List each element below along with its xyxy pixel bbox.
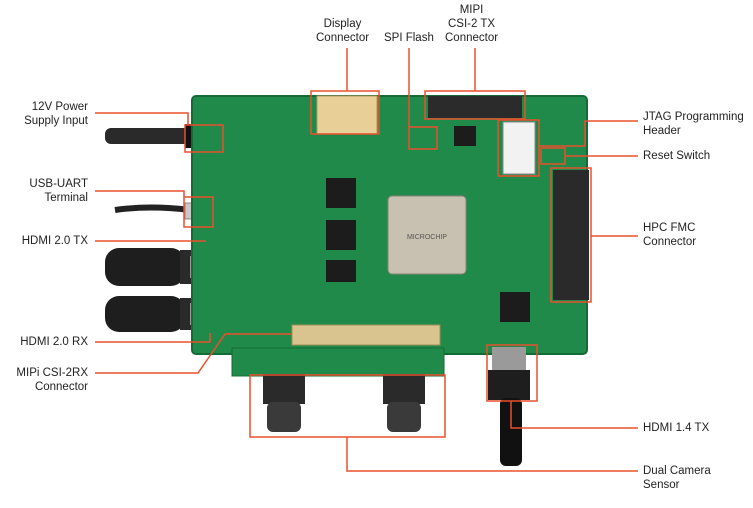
chip [500, 292, 530, 322]
mipi-rx-connector-part [291, 324, 441, 346]
chip [454, 126, 476, 146]
jtag-header-part [502, 121, 536, 175]
camera-board [231, 347, 445, 377]
chip [326, 178, 356, 208]
mipi-tx-connector-part [428, 96, 522, 118]
label-spi-flash: SPI Flash [384, 32, 434, 44]
hdmi14-cable [488, 347, 530, 466]
label-hdmi-14-tx: HDMI 1.4 TX [643, 422, 710, 434]
leader-lines [95, 48, 638, 472]
label-hdmi-20-rx: HDMI 2.0 RX [20, 336, 88, 348]
camera-lens-left [263, 374, 305, 432]
camera-lens-right [383, 374, 425, 432]
fmc-connector-part [553, 170, 589, 300]
fpga-chip [387, 195, 467, 275]
label-hdmi-20-tx: HDMI 2.0 TX [21, 235, 88, 247]
chip [326, 260, 356, 282]
chip-logo: MICROCHIP [407, 234, 447, 241]
display-connector-part [316, 95, 378, 135]
chip [326, 220, 356, 250]
label-reset-switch: Reset Switch [643, 150, 711, 162]
